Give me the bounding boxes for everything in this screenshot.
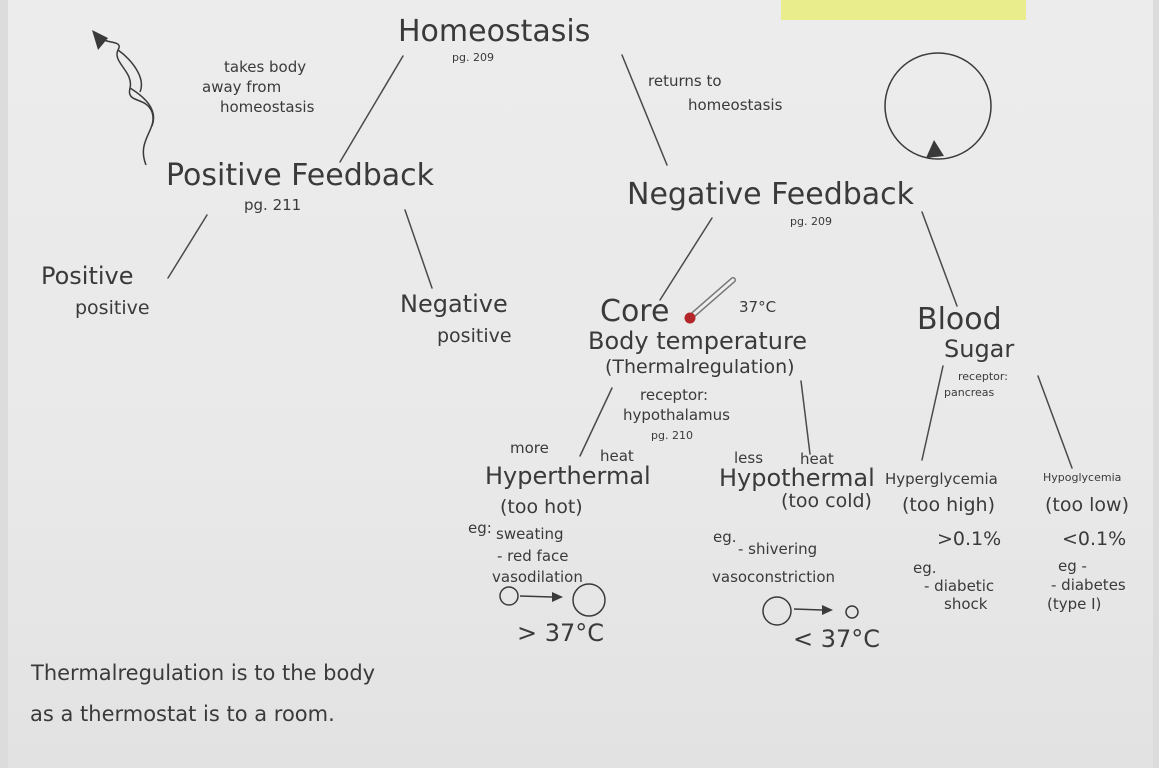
hypothermal-sub: (too cold): [781, 490, 872, 512]
positive-feedback-title: Positive Feedback: [166, 158, 435, 193]
core-label: Core: [600, 294, 670, 329]
hyperthermal-threshold: > 37°C: [517, 619, 605, 647]
core-receptor-label: receptor:: [640, 386, 709, 404]
hypoglycemia-threshold: <0.1%: [1062, 528, 1127, 550]
sticky-note: [781, 0, 1026, 20]
line-positive-left: [167, 214, 208, 279]
hypoglycemia-example-1: - diabetes: [1051, 576, 1126, 594]
hypo-heat-label: heat: [800, 450, 834, 468]
hypothermal-threshold: < 37°C: [793, 625, 881, 653]
negative-feedback-page: pg. 209: [790, 215, 832, 228]
footer-line1: Thermalregulation is to the body: [31, 661, 376, 685]
negative-loop-icon: [884, 52, 992, 160]
hyperglycemia-title: Hyperglycemia: [885, 470, 998, 488]
thermometer-icon: [684, 277, 736, 324]
hyperglycemia-threshold: >0.1%: [937, 528, 1002, 550]
core-receptor-page: pg. 210: [651, 429, 693, 442]
hypothermal-effect-2: vasoconstriction: [712, 568, 836, 586]
line-positive-right: [404, 209, 433, 289]
hyperthermal-effect-3: vasodilation: [492, 568, 583, 586]
line-blood-hyperg: [921, 365, 944, 461]
core-receptor-value: hypothalamus: [623, 406, 730, 424]
blood-sugar-line1: Blood: [917, 302, 1002, 337]
footer-line2: as a thermostat is to a room.: [30, 702, 335, 726]
negative-note-line1: returns to: [648, 72, 722, 90]
negative-positive-line1: Negative: [400, 290, 508, 318]
positive-note-line3: homeostasis: [220, 98, 315, 116]
blood-sugar-line2: Sugar: [944, 335, 1015, 363]
positive-positive-line2: positive: [75, 297, 150, 319]
line-core-hypo: [800, 380, 811, 455]
hyperthermal-sub: (too hot): [500, 496, 583, 518]
hyperglycemia-sub: (too high): [902, 494, 995, 516]
hyperglycemia-example-1: - diabetic: [924, 577, 995, 595]
hypo-less-label: less: [734, 449, 764, 467]
vasodilation-diagram: [499, 583, 606, 617]
positive-note-line1: takes body: [224, 58, 307, 76]
hypothermal-title: Hypothermal: [719, 464, 875, 492]
hyperglycemia-example-2: shock: [944, 595, 988, 613]
positive-feedback-page: pg. 211: [244, 196, 302, 214]
hypoglycemia-title: Hypoglycemia: [1043, 471, 1122, 484]
homeostasis-title: Homeostasis: [398, 14, 591, 49]
homeostasis-page: pg. 209: [452, 51, 494, 64]
hyper-more-label: more: [510, 439, 549, 457]
positive-positive-line1: Positive: [41, 262, 134, 290]
negative-note-line2: homeostasis: [688, 96, 783, 114]
hyperthermal-effect-2: - red face: [497, 547, 569, 565]
paper-sheet: [8, 0, 1153, 768]
negative-positive-line2: positive: [437, 325, 512, 347]
line-core-hyper: [579, 387, 613, 457]
hypoglycemia-example-2: (type I): [1047, 595, 1102, 613]
positive-note-line2: away from: [202, 78, 282, 96]
hypoglycemia-eg: eg -: [1058, 557, 1087, 575]
line-negative-blood: [921, 211, 958, 307]
hyperthermal-eg: eg:: [468, 519, 492, 537]
hypoglycemia-sub: (too low): [1045, 494, 1130, 516]
hyperthermal-title: Hyperthermal: [485, 462, 651, 490]
negative-feedback-title: Negative Feedback: [627, 177, 915, 212]
vasoconstriction-diagram: [762, 596, 859, 626]
hyperthermal-effect-1: sweating: [496, 525, 564, 543]
thermalregulation-label: (Thermalregulation): [605, 356, 795, 378]
hypothermal-eg: eg.: [713, 528, 737, 546]
hypothermal-effect-1: - shivering: [738, 540, 818, 558]
hyper-heat-label: heat: [600, 447, 634, 465]
line-negative-core: [659, 217, 713, 301]
line-root-negative: [621, 54, 668, 166]
line-blood-hypog: [1037, 375, 1073, 469]
positive-spiral-icon: [92, 30, 155, 166]
line-root-positive: [339, 55, 404, 163]
blood-receptor-value: pancreas: [944, 386, 995, 399]
blood-receptor-label: receptor:: [958, 370, 1008, 383]
core-temperature: 37°C: [739, 298, 777, 316]
hyperglycemia-eg: eg.: [913, 559, 937, 577]
body-temperature-label: Body temperature: [588, 327, 808, 355]
